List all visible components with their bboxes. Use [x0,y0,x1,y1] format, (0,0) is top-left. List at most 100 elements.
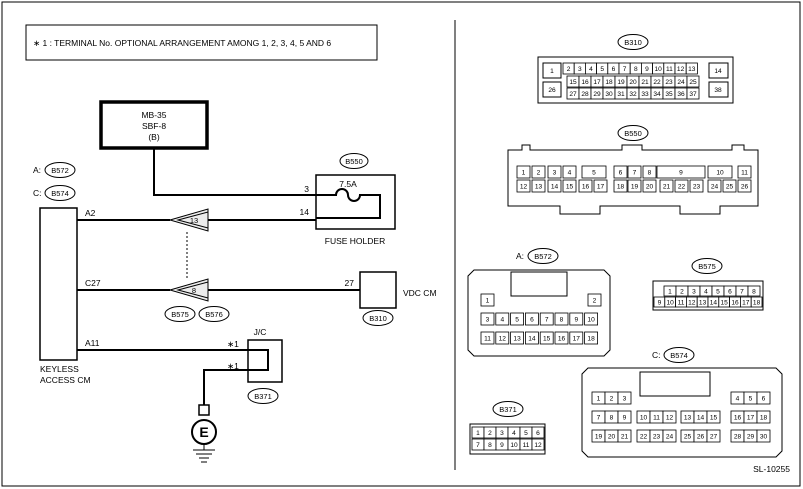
b550-pin-5-label: 5 [592,169,596,176]
b550-pin-17-label: 17 [597,183,605,190]
b550-pin-26-cell [737,179,752,193]
b572-pin-3-cell [480,312,495,326]
vdc-label: VDC CM [403,288,437,298]
b310-pin-18-label: 18 [605,79,613,86]
b572-pin-13-cell [510,331,525,345]
connector-b575-badge [164,306,196,322]
b371-pin-4-label: 4 [512,430,516,437]
b310-pin-6-label: 6 [612,66,616,73]
b550-pin-25-label: 25 [726,183,734,190]
b550-pin-19-label: 19 [631,183,639,190]
b550-pin-18-label: 18 [617,183,625,190]
wire-to-ground [203,369,248,405]
ground-terminal [198,404,210,416]
b550-pin-6-label: 6 [619,169,623,176]
b572-pin-6-cell [525,312,539,326]
b574-face-badge [663,347,695,363]
b550-face-name: B550 [624,129,642,138]
b574-housing [581,367,783,458]
b574-pin-21-label: 21 [621,433,629,440]
b574-pin-24-label: 24 [666,433,674,440]
pin-a11-label: A11 [85,338,100,348]
b575-pin-18-cell [750,296,763,308]
b574-pin-3-cell [617,391,632,405]
b550-pin-6-cell [613,165,628,179]
b574-pin-15-label: 15 [710,414,718,421]
joint-lower-pin: 8 [192,286,196,295]
b371-face-name: B371 [499,405,517,414]
b575-pin-7-label: 7 [740,288,744,295]
b310-cavity-14 [708,62,729,79]
b572-prefix: A: [516,251,524,261]
b310-pin-8-label: 8 [634,66,638,73]
mb-35-box [99,100,209,150]
keyless-access-cm-box [39,207,78,361]
b371-housing [469,423,546,455]
b310-pin-30-label: 30 [605,91,613,98]
b574-pin-9-cell [617,410,632,424]
b574-pin-2-label: 2 [610,395,614,402]
b574-pin-3-label: 3 [623,395,627,402]
b310-right-bottom: 38 [714,87,722,94]
b572-pin-17-cell [569,331,584,345]
b575-pin-2-label: 2 [680,288,684,295]
jc-mark2: ∗1 [227,361,239,371]
b574-pin-28-label: 28 [734,433,742,440]
b310-left-bottom: 26 [548,87,556,94]
b574-pin-11-label: 11 [653,414,660,421]
b550-pin-11-cell [737,165,752,179]
b574-pin-21-cell [617,429,632,443]
b310-pin-24-label: 24 [677,79,685,86]
b550-pin-13-label: 13 [535,183,543,190]
b572-latch [510,271,568,297]
fuse-holder-label: FUSE HOLDER [325,236,385,246]
b371-pin-5-label: 5 [524,430,528,437]
b574-pin-26-label: 26 [697,433,705,440]
b574-pin-30-cell [756,429,771,443]
b550-pin-20-cell [642,179,657,193]
b572-pin-16-label: 16 [558,335,566,342]
b574-pin-17-label: 17 [747,414,755,421]
b550-pin-9-label: 9 [679,169,683,176]
b310-pin-16-label: 16 [581,79,589,86]
b550-pin-12-cell [516,179,531,193]
b572-pin-10-label: 10 [587,316,595,323]
b310-pin-37-cell [686,87,700,100]
b310-pin-21-label: 21 [641,79,649,86]
b550-pin-10-cell [707,165,733,179]
keyless-label-line1: KEYLESS [40,364,79,374]
b310-pin-5-label: 5 [600,66,604,73]
b574-face-name: B574 [670,351,688,360]
b550-pin-12-label: 12 [520,183,528,190]
b310-pin-19-label: 19 [617,79,625,86]
connector-b576-badge [198,306,230,322]
b550-pin-3-cell [547,165,562,179]
b310-pin-35-label: 35 [665,91,673,98]
b550-pin-23-cell [689,179,704,193]
note-text: ∗ 1 : TERMINAL No. OPTIONAL ARRANGEMENT … [33,38,331,48]
b550-pin-15-cell [562,179,577,193]
b574-pin-16-label: 16 [734,414,742,421]
b574-pin-18-label: 18 [760,414,768,421]
b310-pin-31-label: 31 [617,91,625,98]
b550-pin-22-label: 22 [678,183,686,190]
b550-pin-21-label: 21 [663,183,671,190]
jc-mark1: ∗1 [227,339,239,349]
b310-pin-23-label: 23 [665,79,673,86]
keyless-conn-c: B574 [51,189,69,198]
b572-pin-7-label: 7 [545,316,549,323]
keyless-label-line2: ACCESS CM [40,375,91,385]
b575-pin-10-label: 10 [667,299,675,306]
b550-pin-11-label: 11 [741,169,748,176]
b572-pin-1-label: 1 [486,297,490,304]
b574-pin-12-label: 12 [666,414,674,421]
b371-pin-11-label: 11 [523,442,530,449]
b371-pin-1-label: 1 [476,430,480,437]
b550-pin-1-cell [516,165,531,179]
connector-b550-label: B550 [345,157,363,166]
keyless-conn-a: B572 [51,166,69,175]
